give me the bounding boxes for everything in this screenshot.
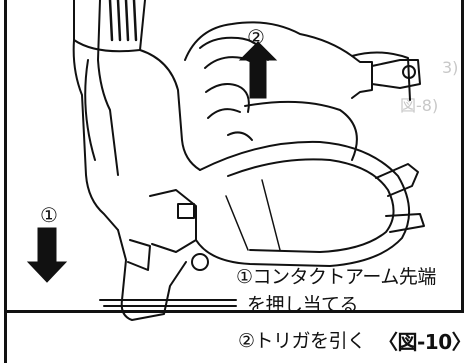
callout-2-number: ② [247, 25, 265, 49]
callout-1-number: ① [40, 203, 58, 227]
frame-bottom-border [4, 310, 464, 313]
caption-contact-arm: ①コンタクトアーム先端 [236, 266, 436, 288]
frame-left-border [4, 0, 7, 363]
background-text-b: 3) [442, 58, 459, 77]
figure-number: 〈図-10〉 [378, 330, 470, 354]
caption-pull-trigger: ②トリガを引く [238, 330, 366, 352]
frame-right-border [461, 0, 464, 310]
